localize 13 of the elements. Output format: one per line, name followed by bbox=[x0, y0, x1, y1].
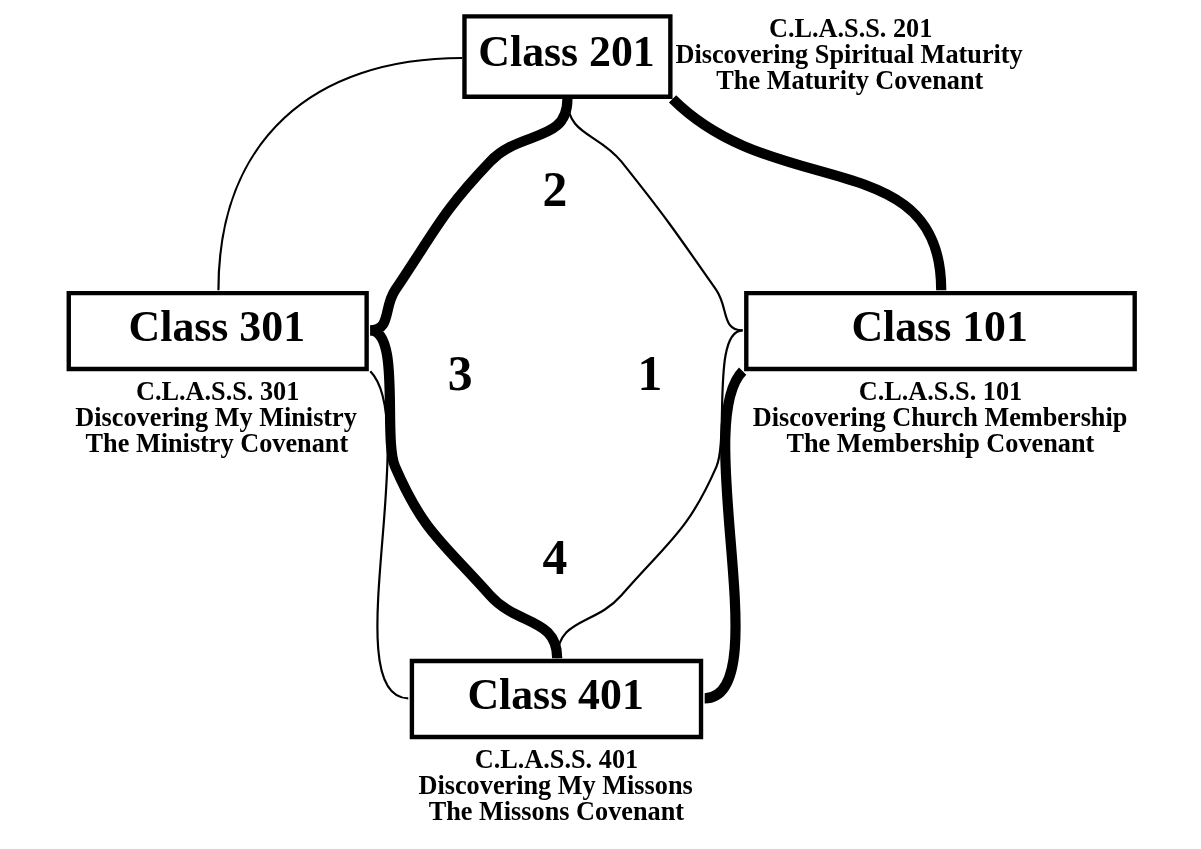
node-box: Class 301 bbox=[66, 290, 369, 372]
label: 4 bbox=[542, 529, 567, 585]
node-box: Class 401 bbox=[409, 658, 703, 740]
connector bbox=[555, 329, 743, 659]
label: 3 bbox=[447, 345, 472, 401]
node-box: Class 101 bbox=[743, 290, 1137, 372]
connector bbox=[368, 370, 409, 700]
connector bbox=[668, 94, 946, 291]
connector bbox=[216, 56, 462, 291]
connector bbox=[368, 325, 562, 659]
label: 2 bbox=[542, 161, 567, 217]
label: 1 bbox=[637, 345, 662, 401]
node-box: Class 201 bbox=[461, 14, 673, 99]
